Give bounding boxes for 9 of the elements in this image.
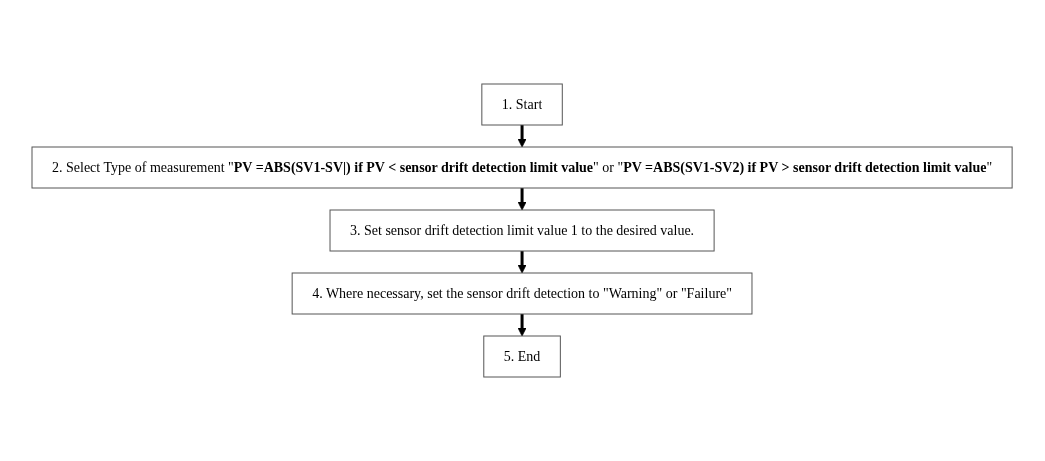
arrow [518, 125, 527, 148]
node-box: 3. Set sensor drift detection limit value 1 to the desired value. [329, 209, 716, 252]
arrow [518, 251, 527, 274]
node-box: 1. Start [481, 83, 564, 126]
arrow [518, 314, 527, 337]
node-box: 5. End [483, 335, 562, 378]
arrow [518, 188, 527, 211]
node-box: 2. Select Type of measurement "PV =ABS(SV1-SV|) if PV < sensor drift detection limit value" or "PV =ABS(SV1-SV2) if PV > sensor drift detection limit value" [31, 146, 1014, 189]
node-box: 4. Where necessary, set the sensor drift detection to "Warning" or "Failure" [292, 272, 753, 315]
